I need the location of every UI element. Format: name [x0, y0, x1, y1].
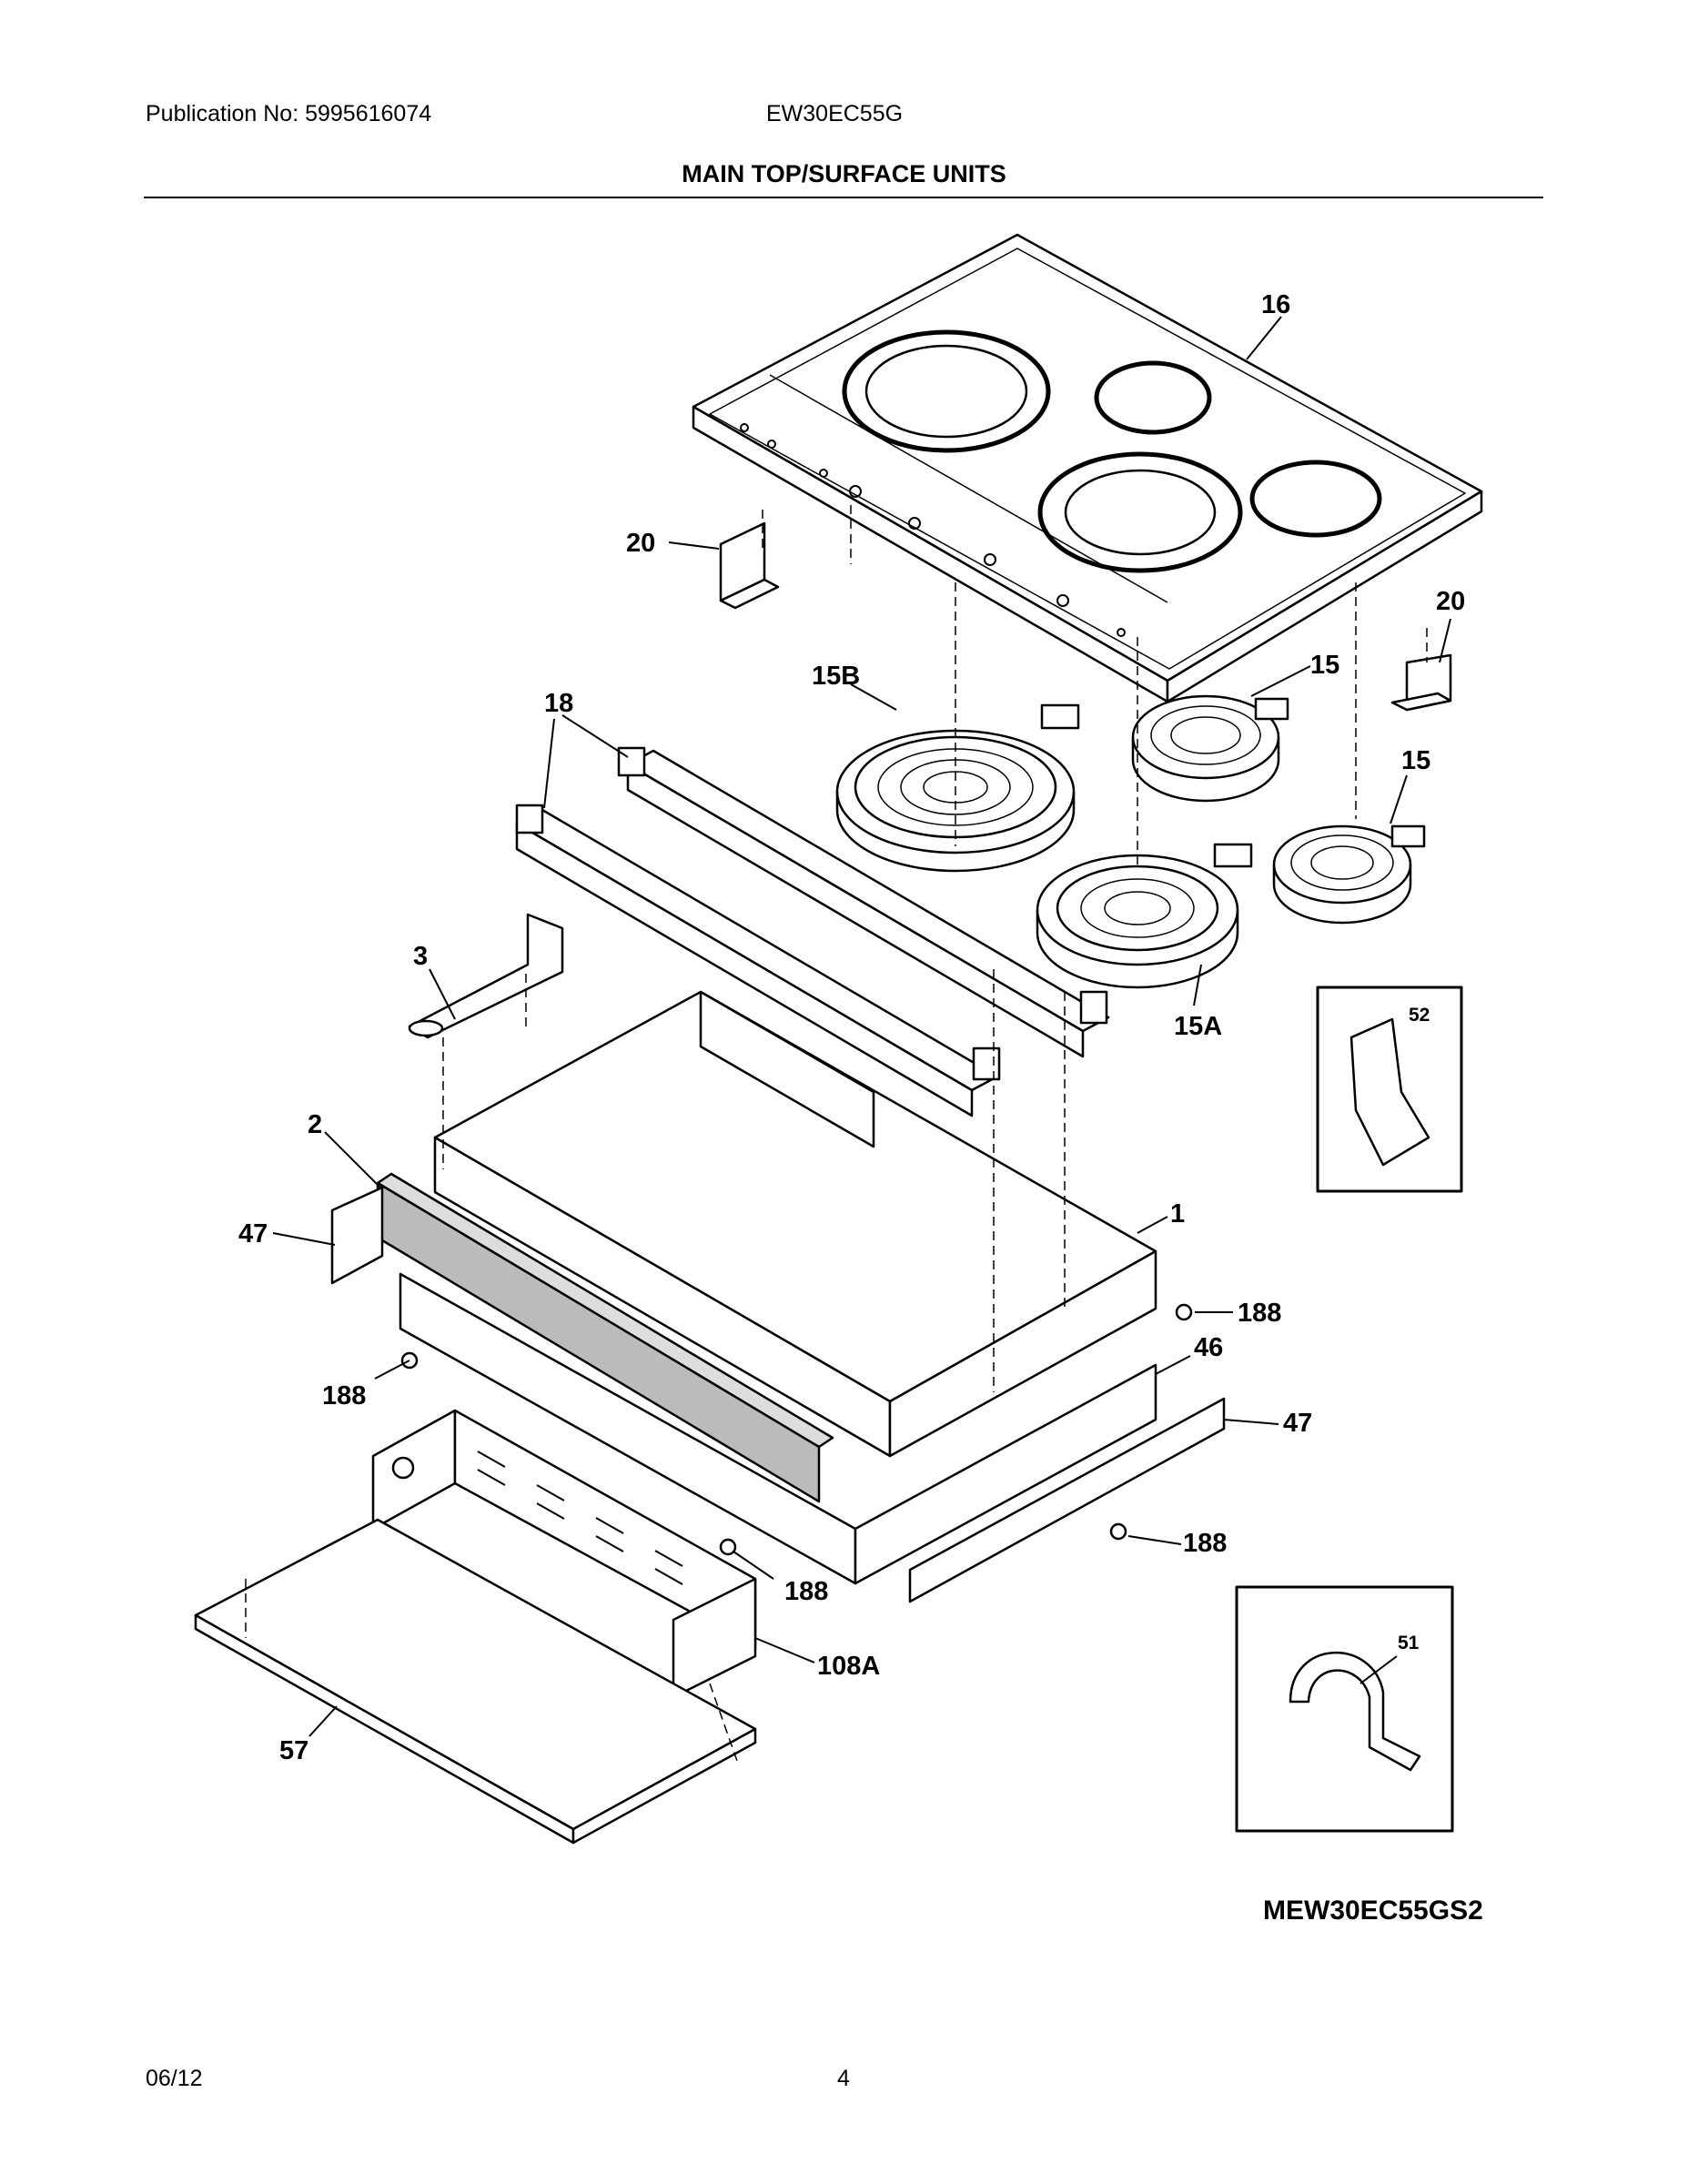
model-number: EW30EC55G — [766, 101, 904, 126]
inset-box-51 — [1235, 1585, 1454, 1833]
vented-bracket — [371, 1409, 757, 1699]
publication-number: Publication No: 5995616074 — [146, 101, 432, 126]
bracket-left — [719, 521, 780, 610]
side-bracket-right — [908, 1397, 1226, 1603]
label-188-lower: 188 — [784, 1577, 828, 1606]
cooktop-glass — [692, 233, 1483, 703]
main-box — [433, 990, 1157, 1458]
inset-box-52 — [1316, 986, 1463, 1193]
bracket-right — [1390, 653, 1452, 712]
section-title: MAIN TOP/SURFACE UNITS — [682, 160, 1006, 187]
label-188-right: 188 — [1238, 1299, 1281, 1328]
grommets — [400, 1303, 1193, 1556]
label-18: 18 — [544, 689, 573, 718]
element-15-top — [1131, 694, 1289, 803]
label-20-left: 20 — [626, 529, 655, 558]
assembly-lines — [245, 505, 1428, 1762]
label-16: 16 — [1261, 290, 1290, 319]
label-108a: 108A — [817, 1652, 880, 1681]
element-15b — [835, 703, 1080, 873]
label-15-top: 15 — [1310, 651, 1339, 680]
label-188-left: 188 — [322, 1381, 366, 1410]
label-188-lower-right: 188 — [1183, 1529, 1227, 1558]
label-1: 1 — [1170, 1199, 1185, 1228]
label-47-right: 47 — [1283, 1409, 1312, 1438]
label-46: 46 — [1194, 1333, 1223, 1362]
label-52: 52 — [1409, 1005, 1430, 1026]
label-47-left: 47 — [238, 1219, 268, 1249]
label-51: 51 — [1398, 1633, 1420, 1653]
element-15a — [1036, 843, 1253, 989]
label-57: 57 — [279, 1736, 308, 1765]
label-15a: 15A — [1174, 1012, 1222, 1041]
label-3: 3 — [413, 942, 428, 971]
footer-date: 06/12 — [146, 2066, 203, 2091]
element-15-side — [1272, 824, 1426, 925]
side-bracket-left — [330, 1186, 384, 1285]
page-number: 4 — [837, 2066, 850, 2091]
leader-lines — [272, 316, 1451, 1737]
label-2: 2 — [308, 1110, 322, 1139]
tray — [194, 1518, 757, 1845]
support-rails — [515, 746, 1110, 1117]
label-20-right: 20 — [1436, 587, 1465, 616]
header-rule — [144, 197, 1543, 198]
label-15-side: 15 — [1401, 746, 1430, 775]
lower-box — [399, 1272, 1157, 1585]
diagram-code: MEW30EC55GS2 — [1263, 1896, 1483, 1926]
label-15b: 15B — [812, 662, 860, 691]
